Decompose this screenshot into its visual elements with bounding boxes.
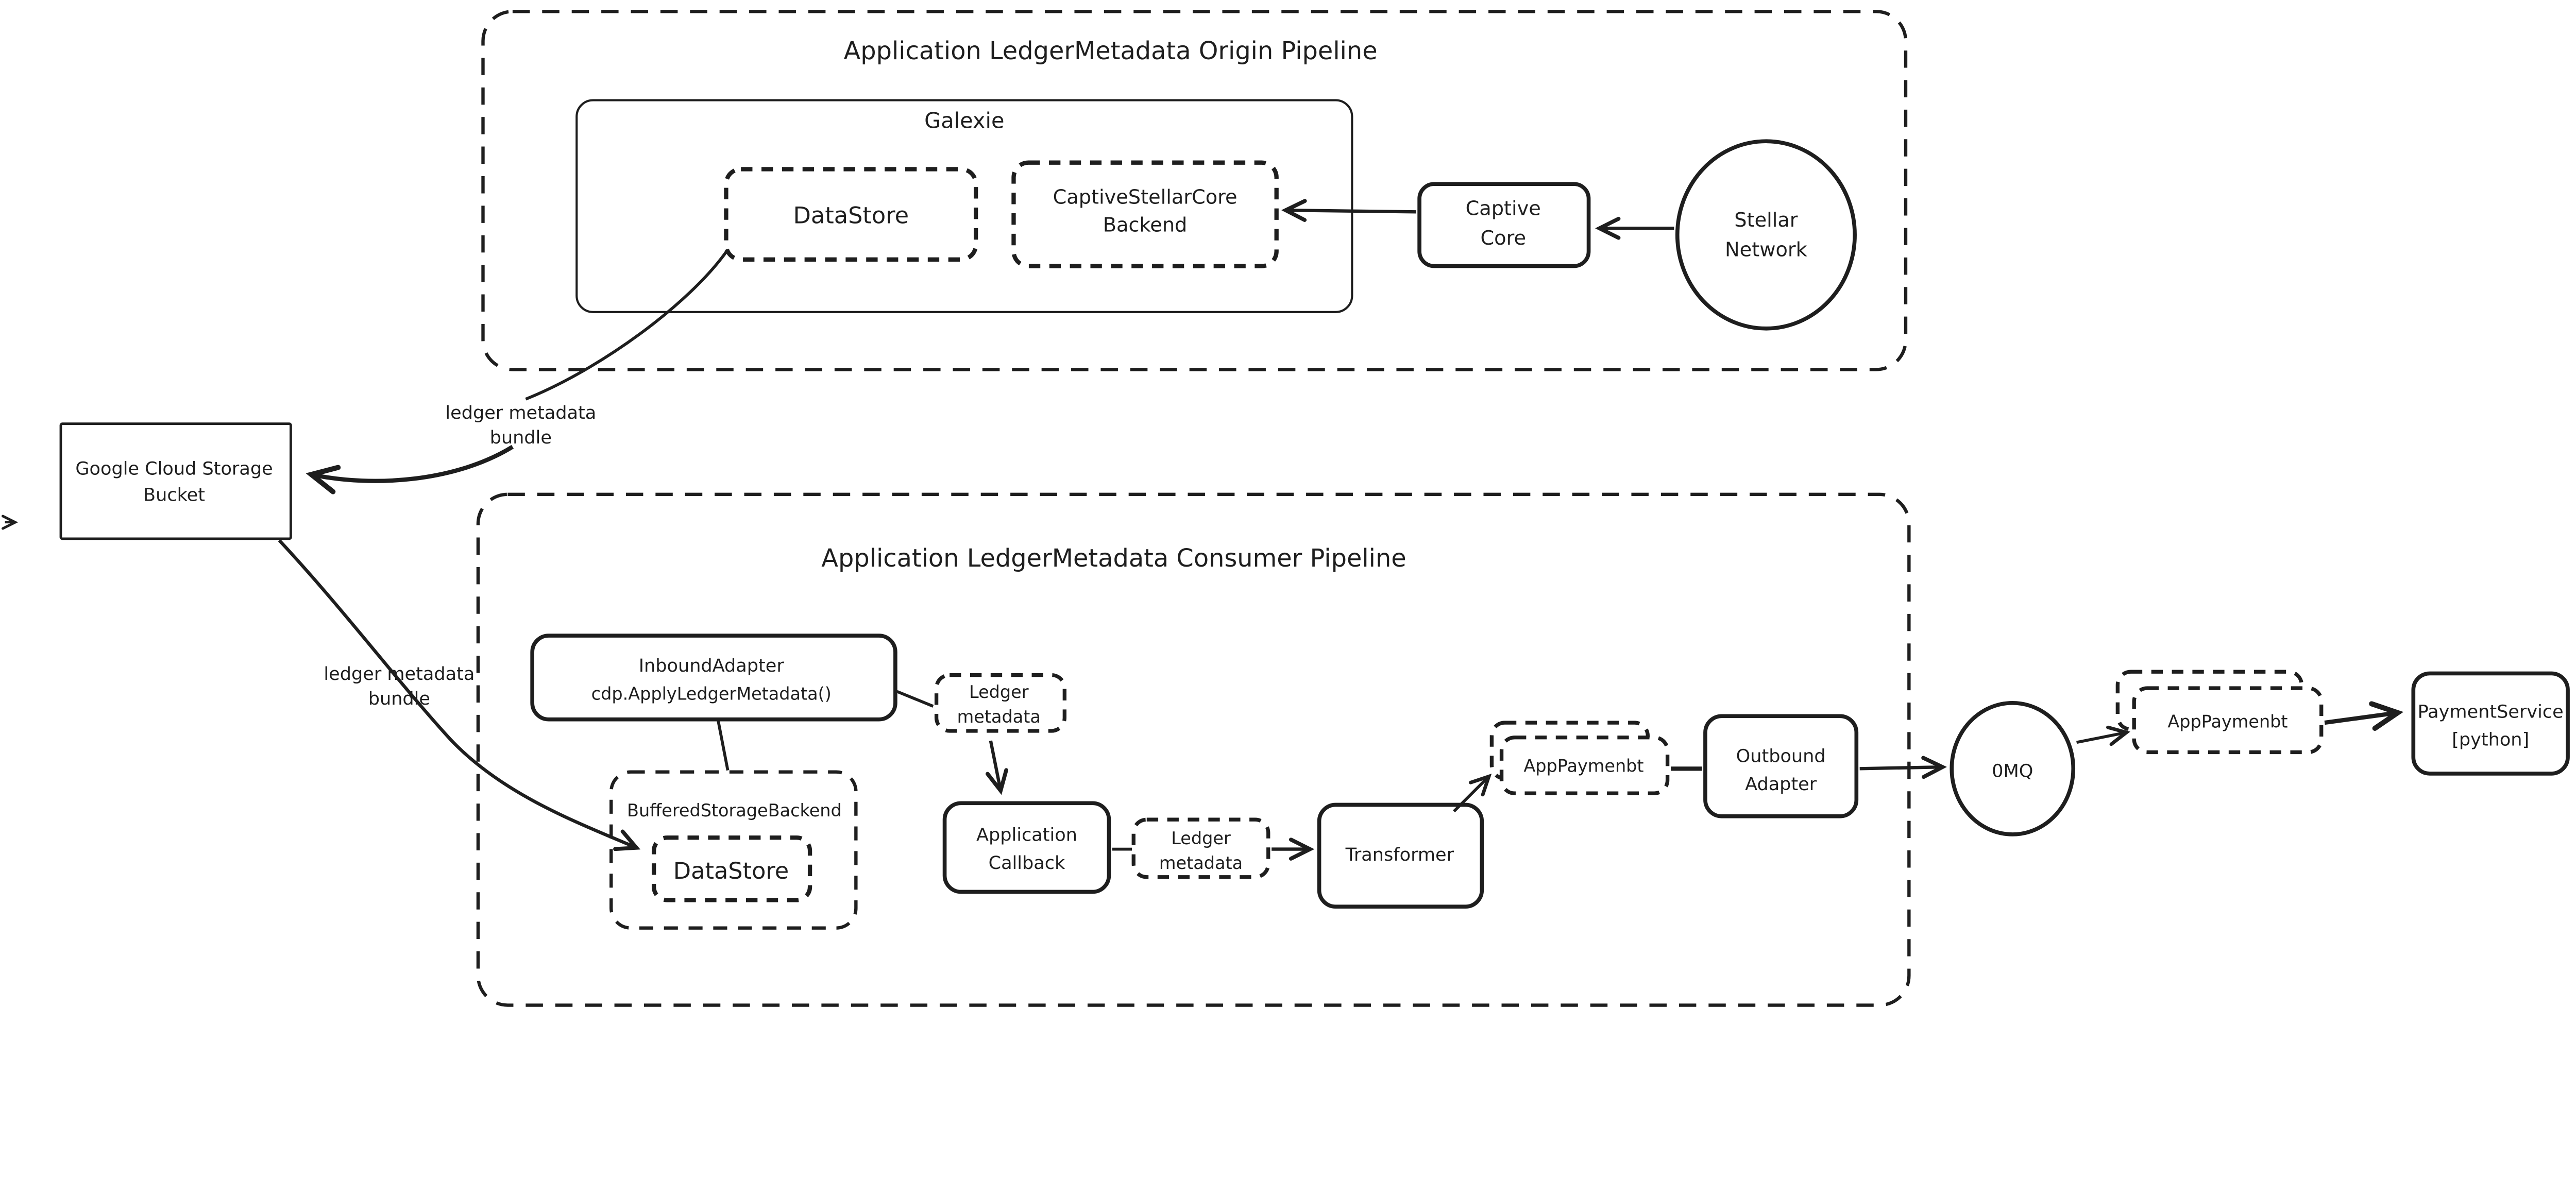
consumer-pipeline-container	[476, 492, 1911, 1007]
omq-ellipse	[1950, 700, 2076, 836]
outbound-adapter-label-line1: Outbound	[1736, 746, 1826, 767]
bundle-label-bottom-line2: bundle	[368, 688, 430, 709]
captive-stellar-core-backend-box	[1011, 160, 1279, 268]
application-callback-box	[942, 801, 1111, 894]
arrow-omq-to-app-payment	[2076, 725, 2130, 746]
app-payment-first-label: AppPaymenbt	[1523, 756, 1643, 776]
datastore-consumer-box	[651, 835, 812, 902]
ledger-metadata-upper-line2: metadata	[957, 707, 1041, 727]
arrow-bundle-to-gcs-bucket	[306, 445, 514, 494]
captive-core-label-line1: Captive	[1466, 197, 1541, 220]
origin-pipeline-container	[481, 10, 1908, 371]
diagram-canvas: Application LedgerMetadata Origin Pipeli…	[2, 10, 2570, 1007]
transformer-label: Transformer	[1345, 844, 1454, 865]
app-payment-second-box-front	[2132, 686, 2324, 755]
downstream-group: 0MQ AppPaymenbt PaymentService [python]	[1950, 670, 2570, 836]
arrow-gcs-to-consumer-datastore	[278, 539, 641, 851]
payment-service-box	[2411, 671, 2570, 776]
arrow-outbound-adapter-to-omq	[1859, 756, 1947, 779]
app-payment-second-label: AppPaymenbt	[2167, 712, 2287, 732]
line-datastore-to-bundle-label	[525, 249, 729, 401]
captive-stellar-core-backend-label-line1: CaptiveStellarCore	[1053, 185, 1238, 209]
ledger-metadata-lower-box	[1131, 817, 1270, 879]
outbound-adapter-box	[1703, 714, 1859, 818]
inbound-adapter-label-line1: InboundAdapter	[639, 655, 785, 676]
inbound-adapter-label-line2: cdp.ApplyLedgerMetadata()	[591, 684, 832, 704]
gcs-bucket-label-line1: Google Cloud Storage	[75, 458, 273, 480]
inbound-adapter-box	[530, 634, 897, 722]
captive-core-label-line2: Core	[1480, 227, 1526, 250]
buffered-storage-backend-box	[609, 770, 858, 930]
outbound-adapter-label-line2: Adapter	[1745, 774, 1817, 795]
omq-label: 0MQ	[1992, 760, 2033, 781]
ledger-metadata-lower-line1: Ledger	[1171, 828, 1231, 848]
arrow-captive-core-to-backend	[1281, 199, 1416, 222]
gcs-bucket-label-line2: Bucket	[143, 485, 205, 506]
app-payment-first-box-front	[1499, 736, 1670, 795]
gcs-bucket-box	[59, 422, 292, 540]
pipeline-diagram: Application LedgerMetadata Origin Pipeli…	[2, 10, 2570, 1007]
galexie-label: Galexie	[924, 109, 1004, 133]
stellar-network-ellipse	[1675, 139, 1857, 331]
captive-stellar-core-backend-label-line2: Backend	[1103, 214, 1188, 237]
ledger-metadata-upper-line1: Ledger	[969, 682, 1029, 702]
arrow-ledger-metadata-to-callback	[985, 740, 1008, 795]
bundle-label-top-line2: bundle	[490, 427, 552, 448]
line-inbound-adapter-to-ledger-metadata	[896, 690, 934, 708]
datastore-origin-label: DataStore	[793, 202, 909, 229]
ledger-metadata-upper-box	[934, 673, 1066, 733]
application-callback-label-line1: Application	[976, 825, 1077, 846]
consumer-pipeline-title: Application LedgerMetadata Consumer Pipe…	[821, 544, 1406, 573]
line-inbound-adapter-to-buffered-backend	[716, 719, 730, 771]
consumer-pipeline-group: Application LedgerMetadata Consumer Pipe…	[476, 492, 1947, 1007]
stellar-network-label-line2: Network	[1725, 238, 1808, 261]
buffered-storage-backend-label: BufferedStorageBackend	[627, 800, 842, 821]
ledger-metadata-lower-line2: metadata	[1159, 853, 1243, 873]
arrow-transformer-to-app-payment	[1453, 774, 1492, 813]
bundle-label-top-line1: ledger metadata	[445, 402, 596, 423]
origin-pipeline-group: Application LedgerMetadata Origin Pipeli…	[481, 10, 1908, 371]
application-callback-label-line2: Callback	[989, 852, 1065, 874]
captive-core-box	[1417, 182, 1591, 268]
storage-transfer-group: ledger metadata bundle Google Cloud Stor…	[2, 249, 729, 851]
transformer-box	[1317, 802, 1484, 909]
stellar-network-label-line1: Stellar	[1734, 209, 1798, 232]
bundle-label-bottom-line1: ledger metadata	[324, 663, 474, 685]
payment-service-label-line1: PaymentService	[2418, 701, 2564, 722]
datastore-consumer-label: DataStore	[673, 858, 789, 884]
arrow-app-payment-to-payment-service	[2324, 701, 2404, 731]
payment-service-label-line2: [python]	[2452, 729, 2529, 750]
origin-pipeline-title: Application LedgerMetadata Origin Pipeli…	[844, 37, 1378, 65]
datastore-origin-box	[724, 167, 978, 262]
galexie-box	[575, 99, 1353, 313]
